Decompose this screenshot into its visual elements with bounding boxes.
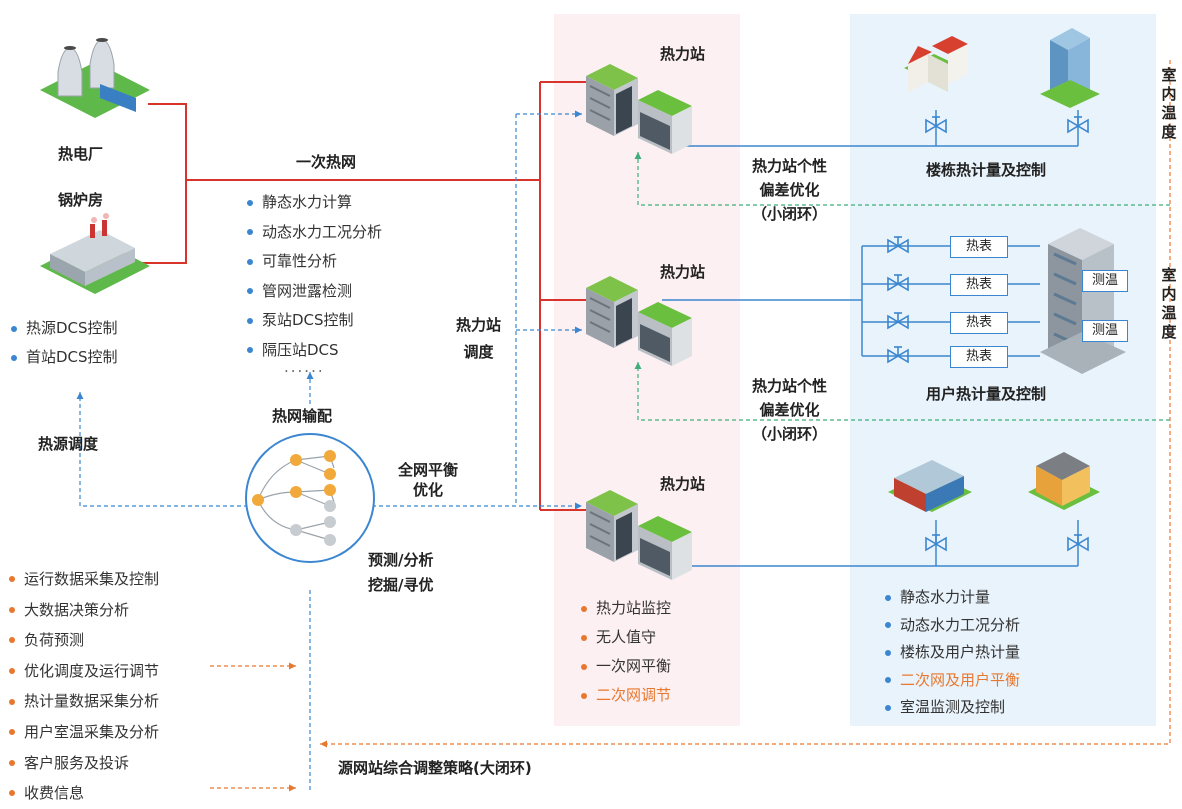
valve-icon — [887, 346, 909, 363]
list-item: 室温监测及控制 — [884, 694, 1020, 722]
network-transmission-tree-icon — [245, 433, 375, 563]
user-side-panel — [850, 14, 1156, 726]
list-item: 二次网及用户平衡 — [884, 667, 1020, 695]
temperature-sensor-box: 测温 — [1082, 320, 1128, 342]
user-function-list: 静态水力计量 动态水力工况分析 楼栋及用户热计量 二次网及用户平衡 室温监测及控… — [884, 584, 1020, 722]
list-item: 无人值守 — [580, 623, 671, 652]
office-tower-icon — [1040, 28, 1100, 108]
list-item: 用户室温采集及分析 — [8, 717, 159, 748]
primary-network-title: 一次热网 — [296, 153, 357, 171]
list-item: 热源DCS控制 — [10, 314, 118, 343]
big-loop-label: 源网站综合调整策略(大闭环) — [338, 759, 532, 777]
small-loop-label-1: 热力站个性 偏差优化 （小闭环） — [752, 157, 828, 223]
heat-station-2-icon — [585, 275, 693, 367]
temperature-sensor-box: 测温 — [1082, 270, 1128, 292]
list-item: 收费信息 — [8, 778, 159, 809]
valve-icon — [887, 312, 909, 329]
heat-station-2-label: 热力站 — [660, 263, 706, 281]
valve-icon — [887, 236, 909, 253]
power-plant-label: 热电厂 — [58, 145, 104, 163]
list-item: 大数据决策分析 — [8, 595, 159, 626]
list-item: 静态水力计算 — [246, 188, 382, 218]
heat-source-dispatch-label: 热源调度 — [38, 435, 99, 453]
boiler-room-icon — [40, 213, 150, 294]
heat-station-3-icon — [585, 489, 693, 581]
list-item: 二次网调节 — [580, 681, 671, 710]
small-loop-label-2: 热力站个性 偏差优化 （小闭环） — [752, 377, 828, 443]
global-balance-label: 全网平衡 优化 — [398, 461, 459, 500]
list-item: 首站DCS控制 — [10, 343, 118, 372]
school-building-icon — [888, 460, 972, 512]
small-loop-lines — [634, 152, 1170, 421]
primary-network-ellipsis: ...... — [284, 358, 325, 376]
station-dispatch-label: 热力站 调度 — [456, 316, 502, 361]
list-item: 客户服务及投诉 — [8, 748, 159, 779]
heat-meter-box: 热表 — [950, 346, 1008, 368]
indoor-temp-label-2: 室内温度 — [1161, 266, 1177, 341]
list-item: 热计量数据采集分析 — [8, 686, 159, 717]
power-plant-icon — [40, 38, 150, 118]
list-item: 动态水力工况分析 — [246, 218, 382, 248]
list-item: 一次网平衡 — [580, 652, 671, 681]
dispatch-lines — [76, 110, 582, 790]
heat-meter-box: 热表 — [950, 312, 1008, 334]
list-item: 运行数据采集及控制 — [8, 564, 159, 595]
list-item: 泵站DCS控制 — [246, 306, 382, 336]
platform-list: 运行数据采集及控制 大数据决策分析 负荷预测 优化调度及运行调节 热计量数据采集… — [8, 564, 159, 809]
source-list: 热源DCS控制 首站DCS控制 — [10, 314, 118, 372]
valve-icon — [887, 274, 909, 291]
building-metering-label: 楼栋热计量及控制 — [926, 161, 1047, 179]
secondary-network-lines — [662, 110, 1079, 567]
predict-label: 预测/分析 挖掘/寻优 — [368, 551, 434, 594]
primary-network-lines — [140, 81, 590, 511]
list-item: 热力站监控 — [580, 594, 671, 623]
heat-station-3-label: 热力站 — [660, 475, 706, 493]
heat-meter-box: 热表 — [950, 236, 1008, 258]
list-item: 优化调度及运行调节 — [8, 656, 159, 687]
station-function-list: 热力站监控 无人值守 一次网平衡 二次网调节 — [580, 594, 671, 710]
indoor-temp-label-1: 室内温度 — [1161, 66, 1177, 141]
list-item: 管网泄露检测 — [246, 277, 382, 307]
high-rise-icon — [1040, 228, 1126, 374]
heat-station-1-label: 热力站 — [660, 45, 706, 63]
residential-block-icon — [1028, 452, 1100, 510]
list-item: 楼栋及用户热计量 — [884, 639, 1020, 667]
boiler-room-label: 锅炉房 — [58, 191, 104, 209]
heat-station-1-icon — [585, 63, 693, 155]
heat-meter-box: 热表 — [950, 274, 1008, 296]
residential-houses-icon — [904, 36, 968, 92]
list-item: 静态水力计量 — [884, 584, 1020, 612]
list-item: 可靠性分析 — [246, 247, 382, 277]
heat-network-transmission-label: 热网输配 — [272, 407, 333, 425]
big-loop-lines — [210, 60, 1171, 792]
primary-network-list: 静态水力计算 动态水力工况分析 可靠性分析 管网泄露检测 泵站DCS控制 隔压站… — [246, 188, 382, 365]
list-item: 动态水力工况分析 — [884, 612, 1020, 640]
list-item: 隔压站DCS — [246, 336, 382, 366]
household-metering-label: 用户热计量及控制 — [926, 385, 1047, 403]
list-item: 负荷预测 — [8, 625, 159, 656]
